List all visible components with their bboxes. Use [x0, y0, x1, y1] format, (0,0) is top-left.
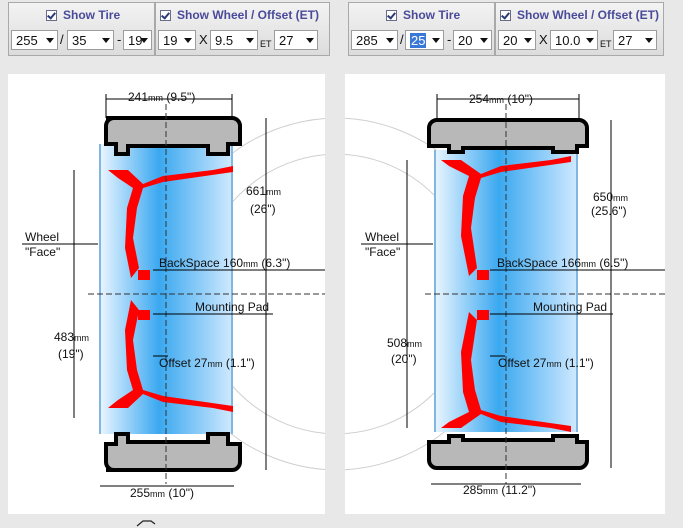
rim-diameter-inches: (19") [58, 347, 84, 361]
tire-height-inches: (25.6") [591, 204, 627, 218]
show-tire-label: Show Tire [403, 8, 461, 22]
mounting-pad-top [138, 270, 150, 280]
chevron-down-icon [46, 38, 54, 43]
show-wheel-label: Show Wheel / Offset (ET) [177, 8, 320, 22]
tire-width-select[interactable]: 255 [11, 30, 58, 50]
wheel-face-label: Wheel [25, 230, 59, 244]
wheel-diameter-select[interactable]: 20 [498, 30, 536, 50]
tire-height-dimension: 661mm [246, 184, 281, 198]
tire-width-select[interactable]: 285 [351, 30, 398, 50]
show-tire-toggle[interactable]: Show Tire [46, 6, 120, 24]
rim-spoke-bottom [441, 312, 571, 432]
show-wheel-toggle[interactable]: Show Wheel / Offset (ET) [500, 6, 659, 24]
tire-top-section [104, 116, 242, 156]
chevron-down-icon [386, 38, 394, 43]
wheel-width-value: 10.0 [555, 32, 581, 48]
tire-rim-select[interactable]: 20 [453, 30, 492, 50]
wheel-et-label: ET [260, 39, 272, 49]
wheel-diameter-select[interactable]: 19 [158, 30, 196, 50]
tire-aspect-value: 25 [410, 32, 427, 48]
wheel-separator-x: X [199, 32, 208, 47]
wheel-offset-value: 27 [618, 32, 633, 48]
wheel-offset-value: 27 [279, 32, 294, 48]
wheel-diameter-value: 19 [163, 32, 178, 48]
chevron-down-icon [246, 38, 254, 43]
tire-height-inches: (26") [250, 202, 276, 216]
show-tire-label: Show Tire [63, 8, 121, 22]
checkbox-checked-icon[interactable] [386, 9, 397, 21]
wheel-offset-select[interactable]: 27 [613, 30, 657, 50]
wheel-face-label-2: "Face" [25, 245, 60, 259]
show-wheel-label: Show Wheel / Offset (ET) [517, 8, 660, 22]
chevron-down-icon [586, 38, 594, 43]
wheel-offset-select[interactable]: 27 [274, 30, 318, 50]
checkbox-checked-icon[interactable] [500, 9, 511, 21]
chevron-down-icon [432, 38, 440, 43]
tire-width-value: 285 [356, 32, 378, 48]
left-diagram: 241mm (9.5") 661mm (26") Wheel "Face" Ba… [8, 74, 325, 514]
show-tire-toggle[interactable]: Show Tire [386, 6, 460, 24]
tire-separator-slash: / [400, 32, 404, 47]
wheel-diameter-value: 20 [503, 32, 518, 48]
chevron-down-icon [306, 38, 314, 43]
wheel-width-value: 9.5 [215, 32, 234, 48]
wheel-separator-x: X [539, 32, 548, 47]
chevron-down-icon [184, 38, 192, 43]
wheel-width-select[interactable]: 9.5 [210, 30, 258, 50]
tire-width-dimension: 285mm (11.2") [463, 483, 536, 497]
tire-separator-dash: - [117, 32, 122, 47]
mounting-pad-top [477, 270, 489, 280]
tire-rim-select[interactable]: 19 [123, 30, 152, 50]
rim-diameter-dimension: 508mm [387, 336, 422, 350]
tire-separator-slash: / [60, 32, 64, 47]
pointer-cursor-icon [136, 520, 156, 527]
tire-aspect-select[interactable]: 35 [67, 30, 114, 50]
tire-top-section [427, 118, 589, 154]
tire-separator-dash: - [447, 32, 452, 47]
tire-height-dimension: 650mm [593, 190, 628, 204]
rim-diameter-inches: (20") [391, 352, 417, 366]
tire-width-dimension: 255mm (10") [130, 486, 194, 500]
checkbox-checked-icon[interactable] [160, 9, 171, 21]
chevron-down-icon [140, 38, 148, 43]
wheel-width-dimension: 254mm (10") [469, 92, 533, 106]
wheel-width-select[interactable]: 10.0 [550, 30, 598, 50]
right-diagram: 254mm (10") 650mm (25.6") Wheel "Face" B… [345, 74, 665, 514]
mounting-pad-bottom [138, 310, 150, 320]
wheel-face-label: Wheel [365, 230, 399, 244]
chevron-down-icon [645, 38, 653, 43]
tire-rim-value: 19 [128, 32, 143, 48]
mounting-pad-label: Mounting Pad [533, 300, 607, 314]
wheel-barrel [435, 150, 577, 432]
tire-aspect-select[interactable]: 25 [405, 30, 444, 50]
show-wheel-toggle[interactable]: Show Wheel / Offset (ET) [160, 6, 319, 24]
wheel-face-label-2: "Face" [365, 245, 400, 259]
rim-spoke-top [108, 166, 233, 278]
chevron-down-icon [480, 38, 488, 43]
backspace-dimension: BackSpace 160mm (6.3") [159, 256, 290, 270]
offset-dimension: Offset 27mm (1.1") [159, 356, 255, 370]
checkbox-checked-icon[interactable] [46, 9, 57, 21]
chevron-down-icon [102, 38, 110, 43]
tire-bottom-section [104, 432, 242, 472]
mounting-pad-label: Mounting Pad [195, 300, 269, 314]
chevron-down-icon [524, 38, 532, 43]
wheel-et-label: ET [600, 39, 612, 49]
rim-diameter-dimension: 483mm [54, 330, 89, 344]
mounting-pad-bottom [477, 310, 489, 320]
backspace-dimension: BackSpace 166mm (6.5") [497, 256, 628, 270]
rim-spoke-bottom [108, 300, 233, 412]
tire-bottom-section [427, 434, 589, 470]
offset-dimension: Offset 27mm (1.1") [498, 356, 594, 370]
tire-rim-value: 20 [458, 32, 473, 48]
tire-aspect-value: 35 [72, 32, 87, 48]
tire-width-value: 255 [16, 32, 38, 48]
left-diagram-svg: 241mm (9.5") 661mm (26") Wheel "Face" Ba… [22, 90, 325, 500]
rim-spoke-top [441, 156, 571, 276]
wheel-width-dimension: 241mm (9.5") [128, 90, 195, 104]
right-diagram-svg: 254mm (10") 650mm (25.6") Wheel "Face" B… [345, 92, 665, 497]
